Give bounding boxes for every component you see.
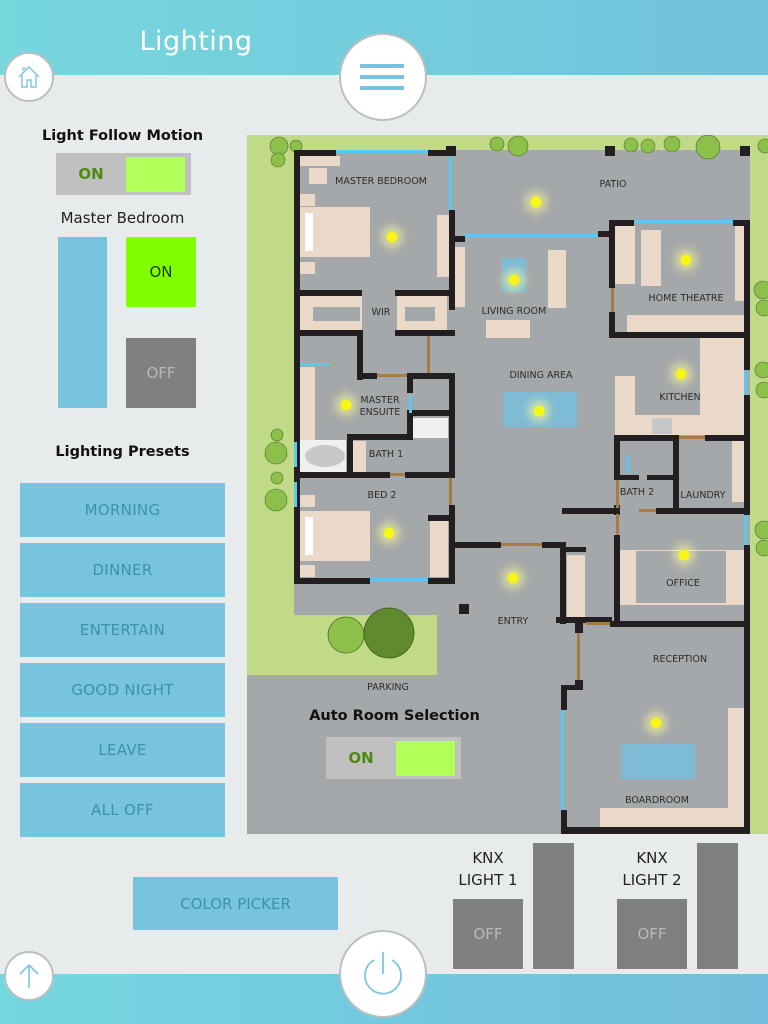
color-picker-button[interactable]: COLOR PICKER [133,877,338,930]
knx-light-1-line1: KNX [472,849,504,867]
room-label-office: OFFICE [666,578,700,589]
room-label-boardroom: BOARDROOM [625,795,689,806]
tree-icon [363,607,415,659]
preset-dinner-button[interactable]: DINNER [20,543,225,597]
master-bedroom-dimmer-slider[interactable] [58,237,107,408]
toggle-state-label: ON [78,165,104,183]
doors [377,288,705,680]
page-title: Lighting [139,26,253,57]
light-master-ensuite[interactable] [340,399,352,411]
knx-light-1-off-button[interactable]: OFF [453,899,523,969]
power-button[interactable] [339,930,427,1018]
knx-light-2-line2: LIGHT 2 [622,871,682,889]
light-entry[interactable] [507,572,519,584]
home-icon [18,66,40,88]
light-patio[interactable] [530,196,542,208]
knx-light-1-dimmer-slider[interactable] [533,843,574,969]
light-living-room[interactable] [508,274,520,286]
room-label-dining-area: DINING AREA [509,370,573,381]
light-office[interactable] [678,549,690,561]
knx-light-1-label: KNX LIGHT 1 [453,847,523,891]
knx-light-2-label: KNX LIGHT 2 [617,847,687,891]
toggle-state-label: ON [348,749,374,767]
hamburger-menu-icon [360,64,404,90]
light-follow-motion-toggle[interactable]: ON [56,153,191,195]
floor-plan-drawing [247,135,768,834]
light-master-bedroom[interactable] [386,231,398,243]
room-label-bed-2: BED 2 [367,490,397,501]
light-dining-area[interactable] [533,405,545,417]
floor-plan: MASTER BEDROOM PATIO WIR LIVING ROOM HOM… [247,135,768,834]
menu-button[interactable] [339,33,427,121]
room-label-parking: PARKING [367,682,409,693]
knx-light-2-line1: KNX [636,849,668,867]
preset-good-night-button[interactable]: GOOD NIGHT [20,663,225,717]
room-label-entry: ENTRY [497,616,529,627]
windows [294,150,747,810]
knx-light-1-line2: LIGHT 1 [458,871,518,889]
room-label-kitchen: KITCHEN [659,392,701,403]
room-label-master-ensuite: MASTER ENSUITE [359,395,401,418]
lighting-presets-title: Lighting Presets [55,444,190,460]
boardroom-table [621,744,695,779]
preset-leave-button[interactable]: LEAVE [20,723,225,777]
preset-morning-button[interactable]: MORNING [20,483,225,537]
room-label-patio: PATIO [599,179,627,190]
auto-room-selection-toggle[interactable]: ON [326,737,461,779]
knx-light-2-off-button[interactable]: OFF [617,899,687,969]
knx-light-2-dimmer-slider[interactable] [697,843,738,969]
room-label-bath-1: BATH 1 [368,449,404,460]
light-home-theatre[interactable] [680,254,692,266]
light-boardroom[interactable] [650,717,662,729]
room-label-bath-2: BATH 2 [619,487,655,498]
scroll-up-button[interactable] [4,951,54,1001]
walls [294,146,750,834]
toggle-knob [126,156,185,192]
room-label-master-bedroom: MASTER BEDROOM [335,176,427,187]
room-label-living-room: LIVING ROOM [481,306,547,317]
preset-entertain-button[interactable]: ENTERTAIN [20,603,225,657]
room-on-button[interactable]: ON [126,237,196,307]
room-name: Master Bedroom [60,209,185,227]
light-bed-2[interactable] [383,527,395,539]
preset-all-off-button[interactable]: ALL OFF [20,783,225,837]
power-icon [364,952,402,995]
room-label-wir: WIR [371,307,391,318]
auto-room-selection-title: Auto Room Selection [309,708,480,724]
room-label-reception: RECEPTION [652,654,708,665]
light-follow-motion-title: Light Follow Motion [41,128,204,144]
room-label-home-theatre: HOME THEATRE [648,293,724,304]
room-label-laundry: LAUNDRY [680,490,726,501]
toggle-knob [396,740,455,776]
home-button[interactable] [4,52,54,102]
tree-icon [327,616,365,654]
arrow-up-icon [19,963,39,988]
room-off-button[interactable]: OFF [126,338,196,408]
bush-icons [264,135,768,557]
light-kitchen[interactable] [675,368,687,380]
